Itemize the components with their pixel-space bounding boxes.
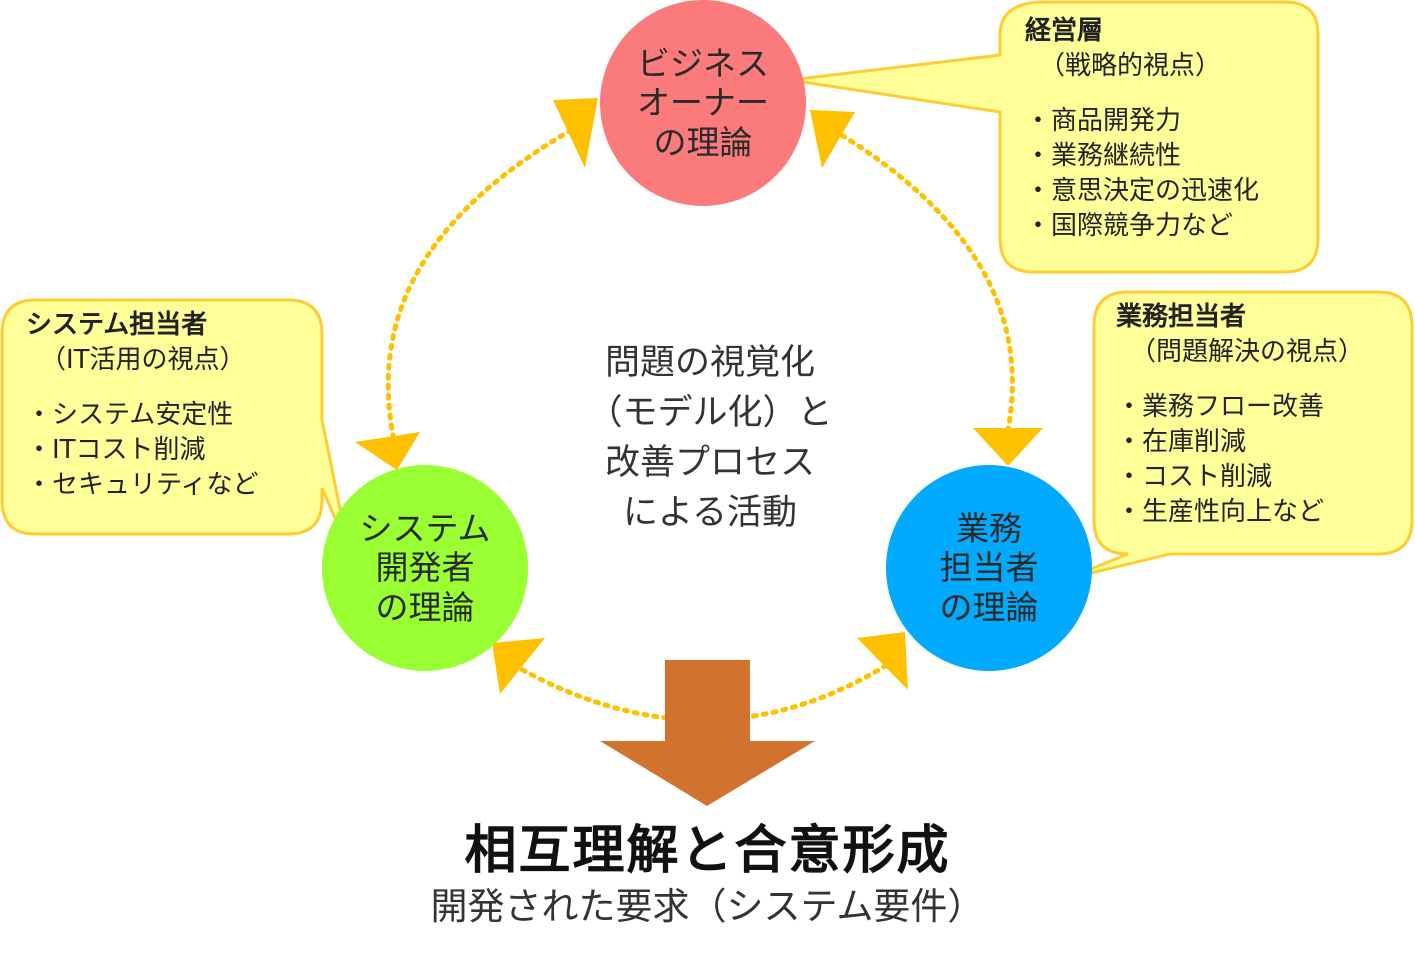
center-text-line: （モデル化）と xyxy=(587,393,833,433)
system-developer-line-3: の理論 xyxy=(375,587,475,627)
arc-business-to-system xyxy=(385,122,583,438)
operations-staff-line-2: 担当者 xyxy=(939,548,1039,588)
executive-callout-item: ・意思決定の迅速化 xyxy=(1025,176,1260,206)
arc-business-to-operations xyxy=(822,122,1015,433)
system-developer-line-2: 開発者 xyxy=(375,548,475,588)
system-staff-callout-item: ・セキュリティなど xyxy=(26,470,259,500)
center-text-line: 改善プロセス xyxy=(604,443,815,483)
system-developer-line-1: システム xyxy=(359,508,491,548)
executive-callout: 経営層 （戦略的視点） ・商品開発力 ・業務継続性 ・意思決定の迅速化 ・国際競… xyxy=(1025,14,1259,244)
business-owner-node: ビジネス オーナー の理論 xyxy=(600,0,806,206)
executive-callout-subtitle: （戦略的視点） xyxy=(1039,51,1222,81)
operations-staff-callout-bubble xyxy=(1065,290,1414,581)
operations-staff-callout-title: 業務担当者 xyxy=(1116,302,1247,332)
executive-callout-item: ・業務継続性 xyxy=(1025,141,1182,171)
center-text-line: 問題の視覚化 xyxy=(604,343,815,383)
result-subtitle: 開発された要求（システム要件） xyxy=(430,885,985,928)
business-owner-line-2: オーナー xyxy=(637,83,769,123)
operations-staff-callout-item: ・生産性向上など xyxy=(1116,497,1325,527)
center-text-line: による活動 xyxy=(623,493,797,533)
business-owner-line-1: ビジネス xyxy=(637,43,769,83)
system-staff-callout-title: システム担当者 xyxy=(26,310,208,340)
executive-callout-item: ・国際競争力など xyxy=(1025,211,1234,241)
business-owner-line-3: の理論 xyxy=(653,122,753,162)
executive-callout-title: 経営層 xyxy=(1025,16,1104,46)
operations-staff-callout-subtitle: （問題解決の視点） xyxy=(1130,337,1365,367)
arrowhead-to-business-left xyxy=(553,98,598,168)
executive-callout-item: ・商品開発力 xyxy=(1025,106,1182,136)
arrowhead-to-system-bottom xyxy=(492,638,545,694)
operations-staff-line-3: の理論 xyxy=(939,587,1039,627)
cycle-arrowheads xyxy=(355,98,1043,694)
center-activity-text: 問題の視覚化 （モデル化）と 改善プロセス による活動 xyxy=(540,338,880,538)
arrowhead-to-operations-bottom xyxy=(857,632,908,690)
operations-staff-callout-item: ・在庫削減 xyxy=(1116,427,1247,457)
arrowhead-to-operations-top xyxy=(973,428,1043,466)
system-staff-callout: システム担当者 （IT活用の視点） ・システム安定性 ・ITコスト削減 ・セキュ… xyxy=(26,308,258,503)
system-staff-callout-subtitle: （IT活用の視点） xyxy=(40,345,246,375)
operations-staff-callout: 業務担当者 （問題解決の視点） ・業務フロー改善 ・在庫削減 ・コスト削減 ・生… xyxy=(1116,300,1364,530)
system-staff-callout-item: ・システム安定性 xyxy=(26,400,234,430)
system-staff-callout-item: ・ITコスト削減 xyxy=(26,435,206,465)
operations-staff-callout-item: ・コスト削減 xyxy=(1116,462,1273,492)
result-title: 相互理解と合意形成 xyxy=(464,821,951,881)
system-staff-callout-bubble xyxy=(0,298,350,549)
operations-staff-node: 業務 担当者 の理論 xyxy=(886,465,1092,671)
arrowhead-to-system-top xyxy=(355,432,420,470)
arrowhead-to-business-right xyxy=(810,110,855,168)
operations-staff-callout-item: ・業務フロー改善 xyxy=(1116,392,1325,422)
operations-staff-line-1: 業務 xyxy=(956,508,1022,548)
result-arrow xyxy=(600,660,815,806)
executive-callout-bubble xyxy=(789,0,1320,274)
system-developer-node: システム 開発者 の理論 xyxy=(322,465,528,671)
